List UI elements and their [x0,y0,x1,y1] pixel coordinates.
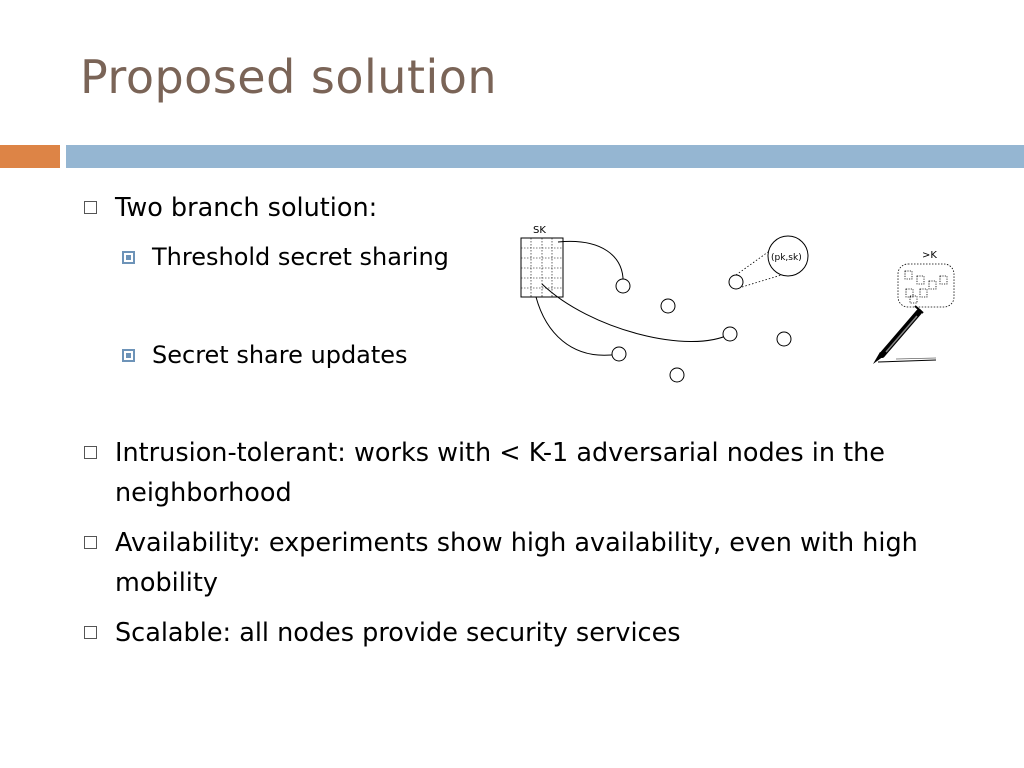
bullet-text: Scalable: all nodes provide security ser… [115,618,681,648]
bullet-text: Availability: experiments show high avai… [115,528,918,598]
slide-title: Proposed solution [80,50,498,104]
keypair-callout: (pk,sk) [735,235,809,288]
signing-pen-icon [873,305,937,364]
hollow-square-bullet-icon [84,536,97,549]
network-nodes [611,274,792,383]
filled-square-bullet-icon [122,251,135,264]
hollow-square-bullet-icon [84,626,97,639]
bullet-text: Two branch solution: [115,193,378,223]
sub-bullet-text: Threshold secret sharing [152,243,449,271]
signer-group: >K [897,250,955,308]
share-distribution-curves [535,240,731,356]
keypair-label: (pk,sk) [771,253,802,263]
hollow-square-bullet-icon [84,446,97,459]
sub-bullet-text: Secret share updates [152,341,408,369]
bullet-text: Intrusion-tolerant: works with < K-1 adv… [115,438,885,508]
title-accent-bar-orange [0,145,60,168]
hollow-square-bullet-icon [84,201,97,214]
signer-label: >K [922,250,937,261]
filled-square-bullet-icon [122,349,135,362]
secret-key-matrix [520,237,564,298]
matrix-label: SK [533,225,546,236]
secret-sharing-diagram: SK (pk,sk) >K [520,225,955,383]
title-accent-bar-blue [66,145,1024,168]
